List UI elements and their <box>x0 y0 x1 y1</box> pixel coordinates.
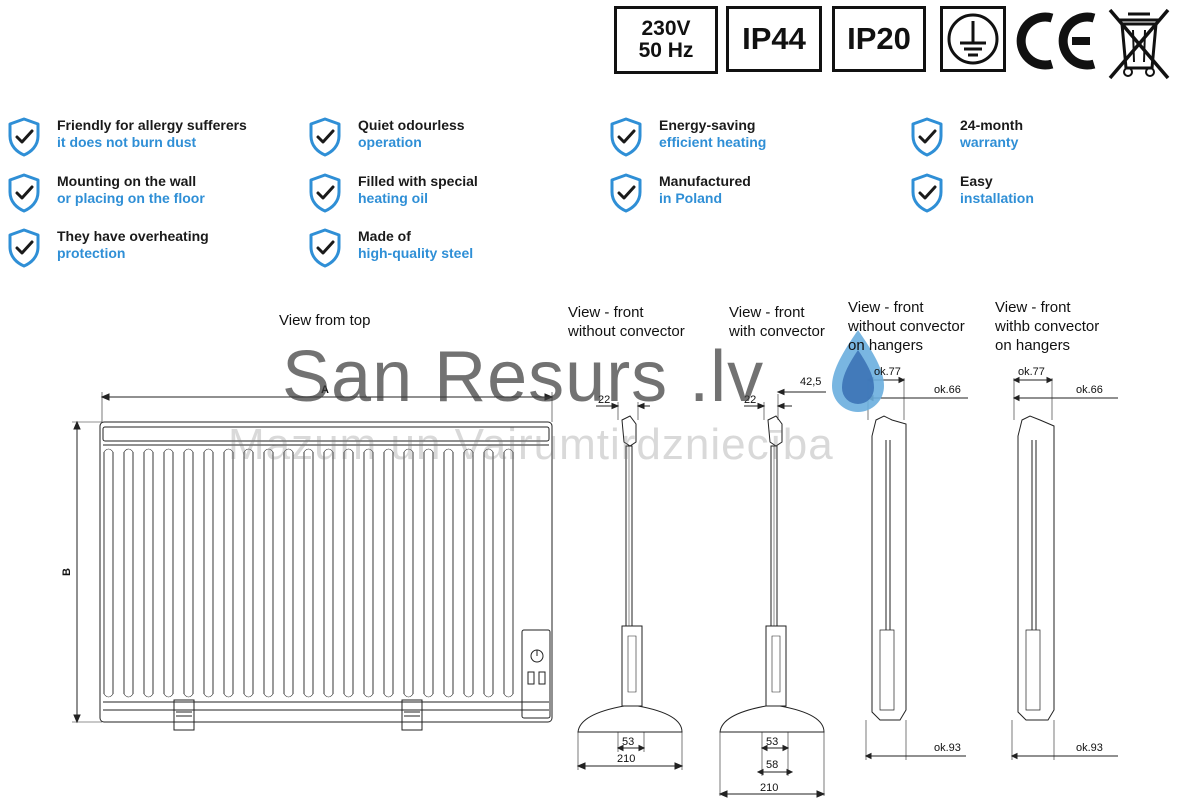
feature-subtitle: high-quality steel <box>358 245 474 261</box>
shield-check-icon <box>309 173 341 213</box>
feature-title: Manufactured <box>659 173 751 189</box>
view-hanger-sub-label-2: on hangers <box>848 337 924 354</box>
shield-check-icon <box>911 173 943 213</box>
dim-210-label: 210 <box>760 782 779 794</box>
view-hanger-sub-label: withb convector <box>995 318 1100 335</box>
feature-oil: Filled with special heating oil <box>308 173 588 219</box>
technical-drawing <box>72 330 1118 798</box>
feature-subtitle: installation <box>960 190 1034 206</box>
frequency-label: 50 Hz <box>638 39 694 62</box>
shield-check-icon <box>309 228 341 268</box>
feature-allergy: Friendly for allergy sufferers it does n… <box>7 117 287 163</box>
dim-ok77-label: ok.77 <box>1018 366 1045 378</box>
dim-42-5-label: 42,5 <box>800 376 822 388</box>
ip20-badge: IP20 <box>832 6 926 72</box>
watermark-tagline: Mazum un Vairumtirdzniecība <box>228 420 834 469</box>
feature-title: Quiet odourless <box>358 117 465 133</box>
dim-22-label: 22 <box>744 394 757 406</box>
view-hanger-label: View - front <box>848 299 924 316</box>
side-view-without-convector <box>576 402 684 770</box>
feature-mounting: Mounting on the wall or placing on the f… <box>7 173 287 219</box>
ip20-label: IP20 <box>847 20 911 56</box>
dim-53-label: 53 <box>766 736 779 748</box>
voltage-label: 230V <box>641 16 691 40</box>
feature-overheating: They have overheating protection <box>7 228 287 274</box>
feature-subtitle: heating oil <box>358 190 428 206</box>
watermark-brand: San Resurs .lv <box>282 337 765 417</box>
feature-title: Filled with special <box>358 173 478 189</box>
feature-title: Energy-saving <box>659 117 756 133</box>
dim-ok77-label: ok.77 <box>874 366 901 378</box>
crossed-bin-icon <box>1108 8 1170 80</box>
feature-subtitle: efficient heating <box>659 134 767 150</box>
shield-check-icon <box>8 228 40 268</box>
dim-ok66-label: ok.66 <box>1076 384 1103 396</box>
feature-subtitle: operation <box>358 134 422 150</box>
shield-check-icon <box>610 117 642 157</box>
view-front-label: View - front <box>568 304 644 321</box>
view-top-label: View from top <box>279 312 371 329</box>
view-hanger-label: View - front <box>995 299 1071 316</box>
protective-earth-icon <box>940 6 1006 72</box>
feature-title: Easy <box>960 173 993 189</box>
side-view-hangers-without-convector <box>864 376 968 760</box>
shield-check-icon <box>911 117 943 157</box>
view-hanger-sub-label: without convector <box>848 318 965 335</box>
feature-installation: Easy installation <box>910 173 1179 219</box>
feature-subtitle: in Poland <box>659 190 722 206</box>
ip44-badge: IP44 <box>726 6 822 72</box>
shield-check-icon <box>8 173 40 213</box>
dim-22-label: 22 <box>598 394 611 406</box>
dim-b-label: B <box>60 568 73 576</box>
feature-title: They have overheating <box>57 228 209 244</box>
feature-title: Made of <box>358 228 411 244</box>
feature-quiet: Quiet odourless operation <box>308 117 588 163</box>
shield-check-icon <box>8 117 40 157</box>
dim-a-label: A <box>321 384 329 396</box>
side-view-hangers-with-convector <box>1010 376 1118 760</box>
feature-steel: Made of high-quality steel <box>308 228 588 274</box>
view-front-sub-label: without convector <box>568 323 685 340</box>
view-hanger-sub-label-2: on hangers <box>995 337 1071 354</box>
feature-title: Mounting on the wall <box>57 173 197 189</box>
feature-energy: Energy-saving efficient heating <box>609 117 889 163</box>
feature-subtitle: or placing on the floor <box>57 190 205 206</box>
radiator-front-view <box>72 392 554 731</box>
feature-subtitle: protection <box>57 245 126 261</box>
dim-210-label: 210 <box>617 753 636 765</box>
feature-warranty: 24-month warranty <box>910 117 1179 163</box>
shield-check-icon <box>309 117 341 157</box>
shield-check-icon <box>610 173 642 213</box>
dim-ok93-label: ok.93 <box>1076 742 1103 754</box>
ip44-label: IP44 <box>742 20 806 56</box>
view-front-sub-label: with convector <box>729 323 825 340</box>
feature-subtitle: warranty <box>960 134 1019 150</box>
feature-title: 24-month <box>960 117 1023 133</box>
ce-mark-icon <box>1016 12 1096 70</box>
feature-poland: Manufactured in Poland <box>609 173 889 219</box>
dim-ok93-label: ok.93 <box>934 742 961 754</box>
dim-58-label: 58 <box>766 759 779 771</box>
side-view-with-convector <box>718 388 826 798</box>
dim-53-label: 53 <box>622 736 635 748</box>
feature-subtitle: it does not burn dust <box>57 134 197 150</box>
view-front-label: View - front <box>729 304 805 321</box>
dim-ok66-label: ok.66 <box>934 384 961 396</box>
water-drop-icon <box>832 330 884 412</box>
feature-title: Friendly for allergy sufferers <box>57 117 247 133</box>
voltage-badge: 230V 50 Hz <box>614 6 718 74</box>
